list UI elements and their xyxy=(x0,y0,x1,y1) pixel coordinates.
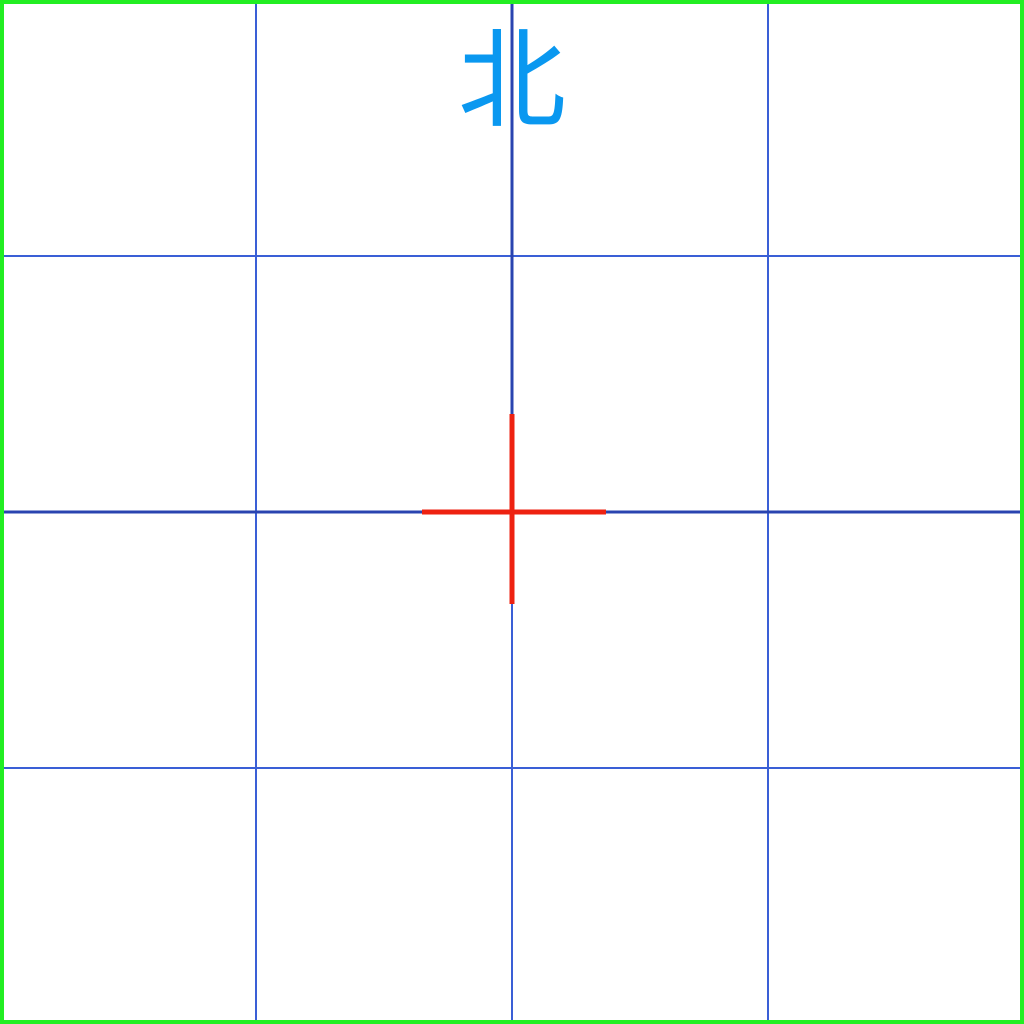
center-axes xyxy=(4,4,1020,1020)
center-crosshair-icon xyxy=(422,414,606,604)
north-label: 北 xyxy=(458,19,566,144)
